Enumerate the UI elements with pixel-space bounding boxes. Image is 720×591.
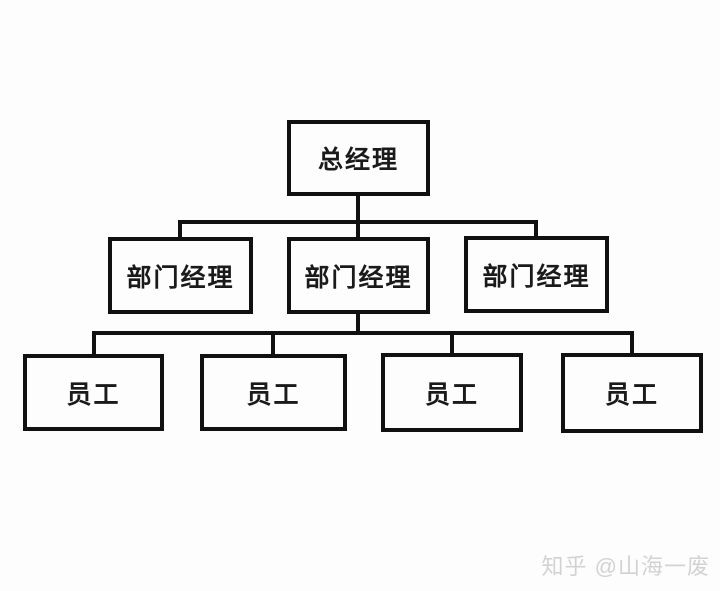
node-department-manager-2: 部门经理 (287, 237, 430, 314)
connector-gm-down (356, 196, 360, 224)
watermark: 知乎 @山海一废 (541, 554, 710, 579)
node-employee-3: 员工 (381, 353, 523, 432)
node-employee-2-label: 员工 (246, 380, 301, 409)
node-general-manager: 总经理 (287, 120, 430, 196)
connector-employees-horizontal (92, 331, 634, 335)
node-department-manager-3: 部门经理 (464, 236, 609, 313)
node-employee-2: 员工 (200, 354, 347, 431)
connector-drop-manager-2 (356, 220, 360, 240)
connector-drop-employee-4 (630, 331, 634, 357)
node-employee-3-label: 员工 (424, 380, 479, 409)
connector-drop-manager-1 (178, 220, 182, 240)
connector-drop-manager-3 (534, 220, 538, 240)
node-employee-1-label: 员工 (66, 380, 121, 409)
connector-drop-employee-1 (92, 331, 96, 357)
node-department-manager-3-label: 部门经理 (482, 262, 591, 291)
node-employee-1: 员工 (23, 354, 164, 431)
connector-manager-2-down (356, 313, 360, 335)
node-department-manager-1: 部门经理 (108, 237, 253, 314)
connector-drop-employee-2 (271, 331, 275, 357)
node-employee-4-label: 员工 (604, 381, 659, 409)
connector-drop-employee-3 (450, 331, 454, 357)
node-general-manager-label: 总经理 (317, 146, 399, 174)
node-department-manager-2-label: 部门经理 (304, 263, 413, 292)
node-employee-4: 员工 (561, 353, 703, 433)
node-department-manager-1-label: 部门经理 (126, 263, 235, 292)
